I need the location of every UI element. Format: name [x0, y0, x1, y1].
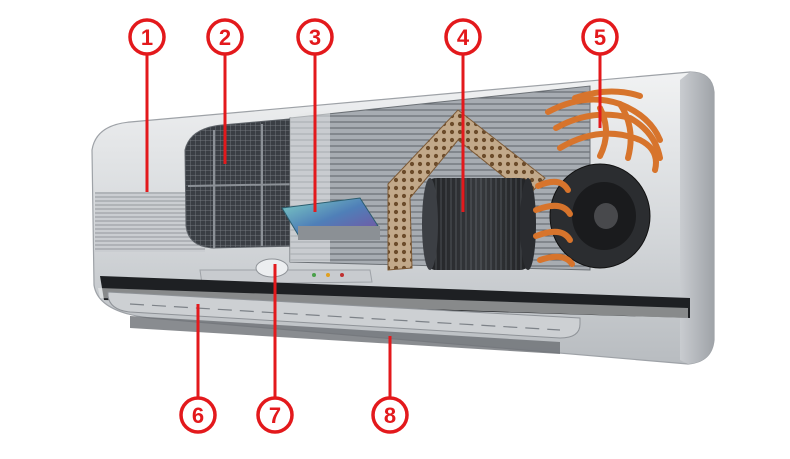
purifier-filter-frame — [298, 226, 380, 240]
callout-6: 6 — [179, 396, 217, 434]
svg-text:5: 5 — [594, 25, 606, 50]
callout-4: 4 — [444, 18, 482, 56]
callout-7: 7 — [256, 396, 294, 434]
svg-text:6: 6 — [192, 403, 204, 428]
control-panel — [199, 258, 373, 285]
svg-text:3: 3 — [309, 25, 321, 50]
svg-text:1: 1 — [141, 25, 153, 50]
copper-tubing — [533, 88, 663, 267]
callout-8: 8 — [371, 396, 409, 434]
callout-1: 1 — [128, 18, 166, 56]
callout-5: 5 — [581, 18, 619, 56]
callout-3: 3 — [296, 18, 334, 56]
svg-text:8: 8 — [384, 403, 396, 428]
front-panel-edge — [98, 288, 688, 318]
perforated-cover — [387, 109, 546, 271]
svg-text:4: 4 — [457, 25, 470, 50]
callout-2: 2 — [206, 18, 244, 56]
svg-text:2: 2 — [219, 25, 231, 50]
svg-text:7: 7 — [269, 403, 281, 428]
blower-fan — [422, 178, 536, 270]
louver — [107, 291, 581, 354]
leader-lines — [145, 54, 602, 398]
display-indicator — [255, 258, 289, 278]
fan-motor — [549, 163, 651, 269]
callouts: 1 2 3 4 5 6 7 8 — [128, 18, 619, 434]
air-filter — [184, 117, 301, 249]
